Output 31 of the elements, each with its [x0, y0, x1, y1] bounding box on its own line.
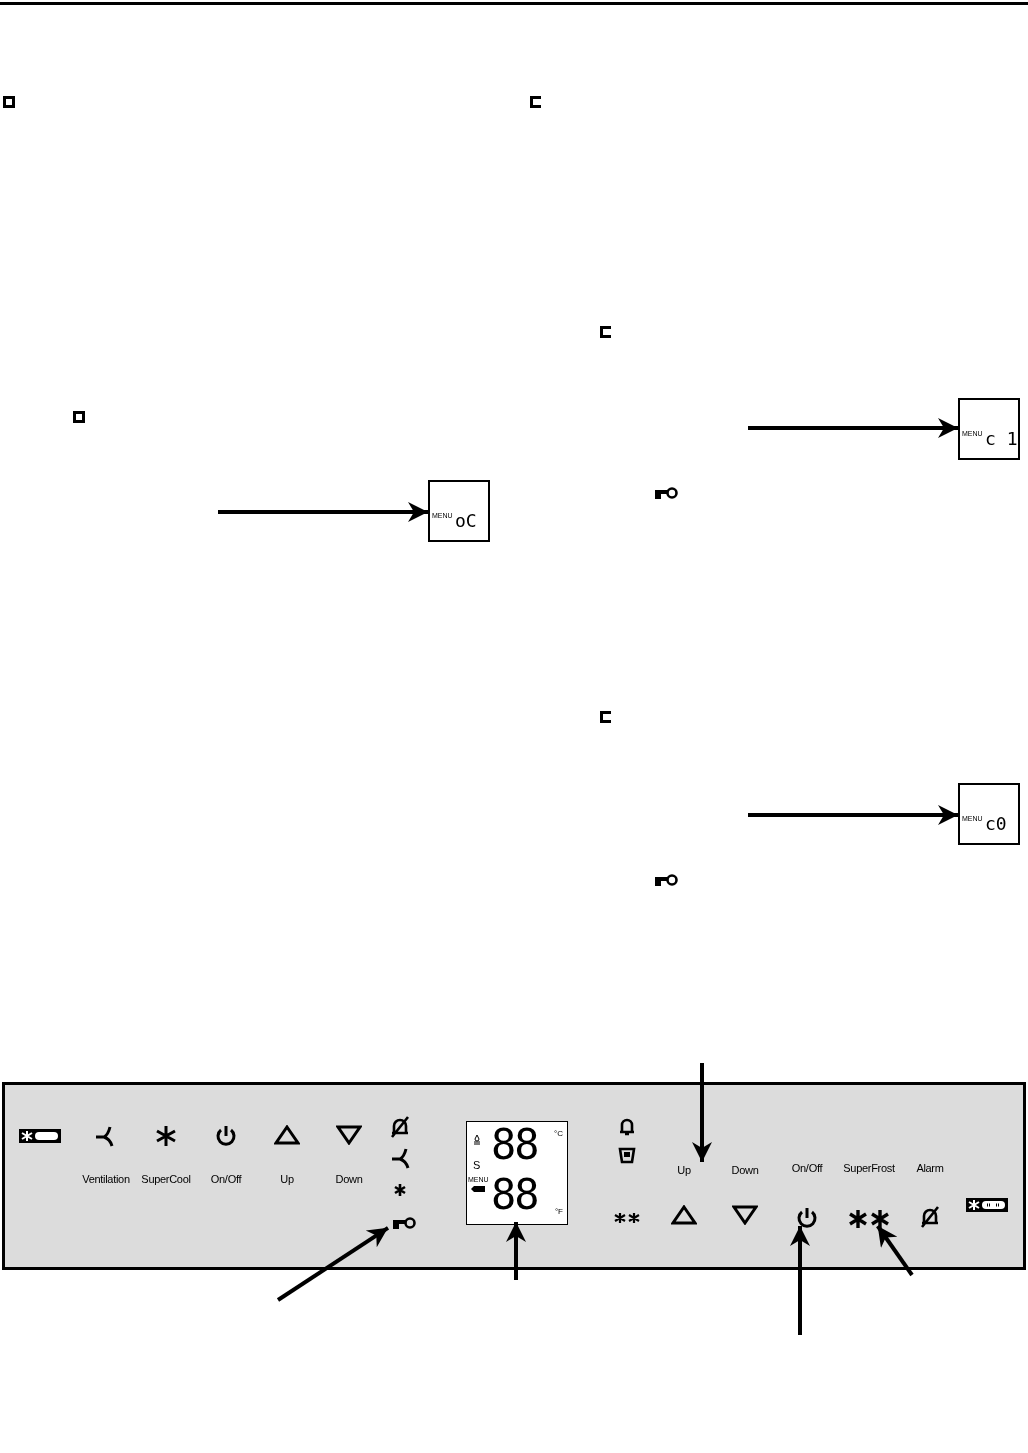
button-label: On/Off [210, 1174, 242, 1185]
display-readout: c0 [985, 815, 1007, 833]
display-screen [428, 480, 490, 542]
arrow [748, 805, 958, 825]
button-label: Down [335, 1174, 363, 1185]
unit-label: °F [554, 1208, 563, 1216]
arrow [276, 1226, 390, 1302]
arrow [876, 1224, 914, 1277]
control-panel [2, 1082, 1026, 1270]
arrow [692, 1063, 712, 1162]
arrow [790, 1226, 810, 1335]
button-label: SuperCool [141, 1174, 191, 1185]
display-readout: c 1 [985, 430, 1018, 448]
button-label: Alarm [916, 1163, 944, 1174]
button-label: Up [677, 1165, 691, 1176]
button-label: SuperFrost [843, 1163, 895, 1174]
button-label: On/Off [791, 1163, 823, 1174]
button-label: Up [280, 1174, 294, 1185]
display-digits: 88 [491, 1124, 538, 1166]
button-label: Ventilation [82, 1174, 130, 1185]
arrow [506, 1222, 526, 1280]
display-readout: oC [455, 512, 477, 530]
button-label: Down [731, 1165, 759, 1176]
display-screen [466, 1121, 568, 1225]
unit-label: °C [554, 1130, 563, 1138]
display-screen [958, 783, 1020, 845]
arrow [748, 418, 958, 438]
display-symbol: S [473, 1160, 481, 1171]
arrow [218, 502, 428, 522]
display-digits: 88 [491, 1174, 538, 1216]
display-screen [958, 398, 1020, 460]
